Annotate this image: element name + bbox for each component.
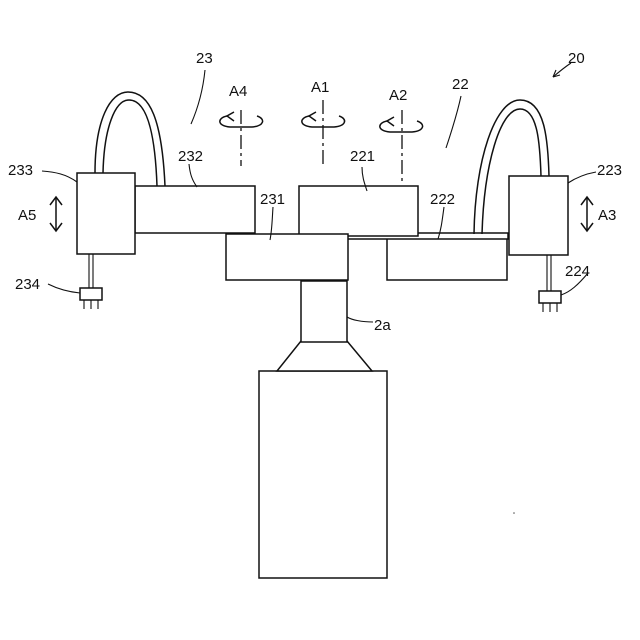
label-224: 224 [565, 263, 590, 280]
label-222: 222 [430, 191, 455, 208]
rotation-arrow-a2 [380, 117, 423, 132]
left-connector-234 [80, 288, 102, 300]
leader-232 [189, 164, 197, 187]
stray-dot [513, 512, 515, 514]
label-a5: A5 [18, 207, 36, 224]
leader-22 [446, 96, 461, 148]
leader-223 [568, 172, 596, 183]
left-arm-lower-link-231 [226, 234, 348, 280]
leader-23 [191, 70, 205, 124]
left-hand-233 [77, 173, 135, 254]
label-232: 232 [178, 148, 203, 165]
label-a2: A2 [389, 87, 407, 104]
linear-arrow-a3 [581, 197, 593, 231]
label-231: 231 [260, 191, 285, 208]
label-23: 23 [196, 50, 213, 67]
base-column [301, 281, 347, 342]
base-neck [277, 341, 372, 371]
right-connector-224 [539, 291, 561, 303]
base-body [259, 371, 387, 578]
label-22: 22 [452, 76, 469, 93]
left-arm-link-232 [135, 186, 255, 233]
label-223: 223 [597, 162, 622, 179]
label-a3: A3 [598, 207, 616, 224]
label-221: 221 [350, 148, 375, 165]
label-233: 233 [8, 162, 33, 179]
right-arm-upper-link-221 [299, 186, 418, 236]
label-a1: A1 [311, 79, 329, 96]
label-a4: A4 [229, 83, 247, 100]
label-234: 234 [15, 276, 40, 293]
label-2a: 2a [374, 317, 391, 334]
right-hand-223 [509, 176, 568, 255]
label-20: 20 [568, 50, 585, 67]
leader-233 [42, 171, 77, 182]
linear-arrow-a5 [50, 197, 62, 231]
leader-234 [48, 284, 80, 293]
right-arm-lower-link [387, 234, 507, 280]
leader-2a [347, 317, 373, 322]
